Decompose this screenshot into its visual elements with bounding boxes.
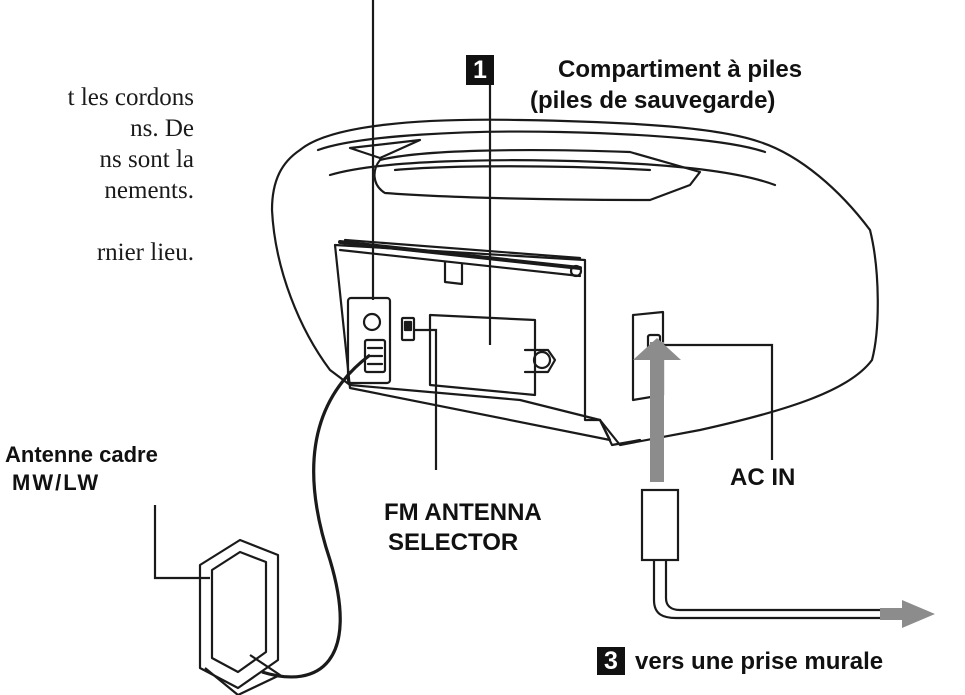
loop-antenna-label-line2: MW/LW — [12, 468, 100, 497]
step-number-1: 1 — [466, 55, 494, 85]
step-number-3: 3 — [597, 647, 625, 675]
ac-in-label: AC IN — [730, 463, 795, 492]
battery-compartment — [430, 315, 535, 395]
leader-line-loop-antenna — [155, 505, 210, 578]
leader-line-ac-in — [658, 345, 772, 460]
leader-line-fm-selector — [415, 330, 436, 470]
battery-label-line1: Compartiment à piles — [558, 55, 802, 84]
fm-selector-label-line1: FM ANTENNA — [384, 498, 542, 527]
wall-outlet-label: vers une prise murale — [635, 647, 883, 676]
device-top-surface — [318, 132, 765, 152]
loop-antenna-label-line1: Antenne cadre — [5, 440, 158, 469]
battery-label-line2: (piles de sauvegarde) — [530, 86, 775, 115]
loop-antenna — [200, 540, 280, 695]
fm-selector-label-line2: SELECTOR — [388, 528, 518, 557]
